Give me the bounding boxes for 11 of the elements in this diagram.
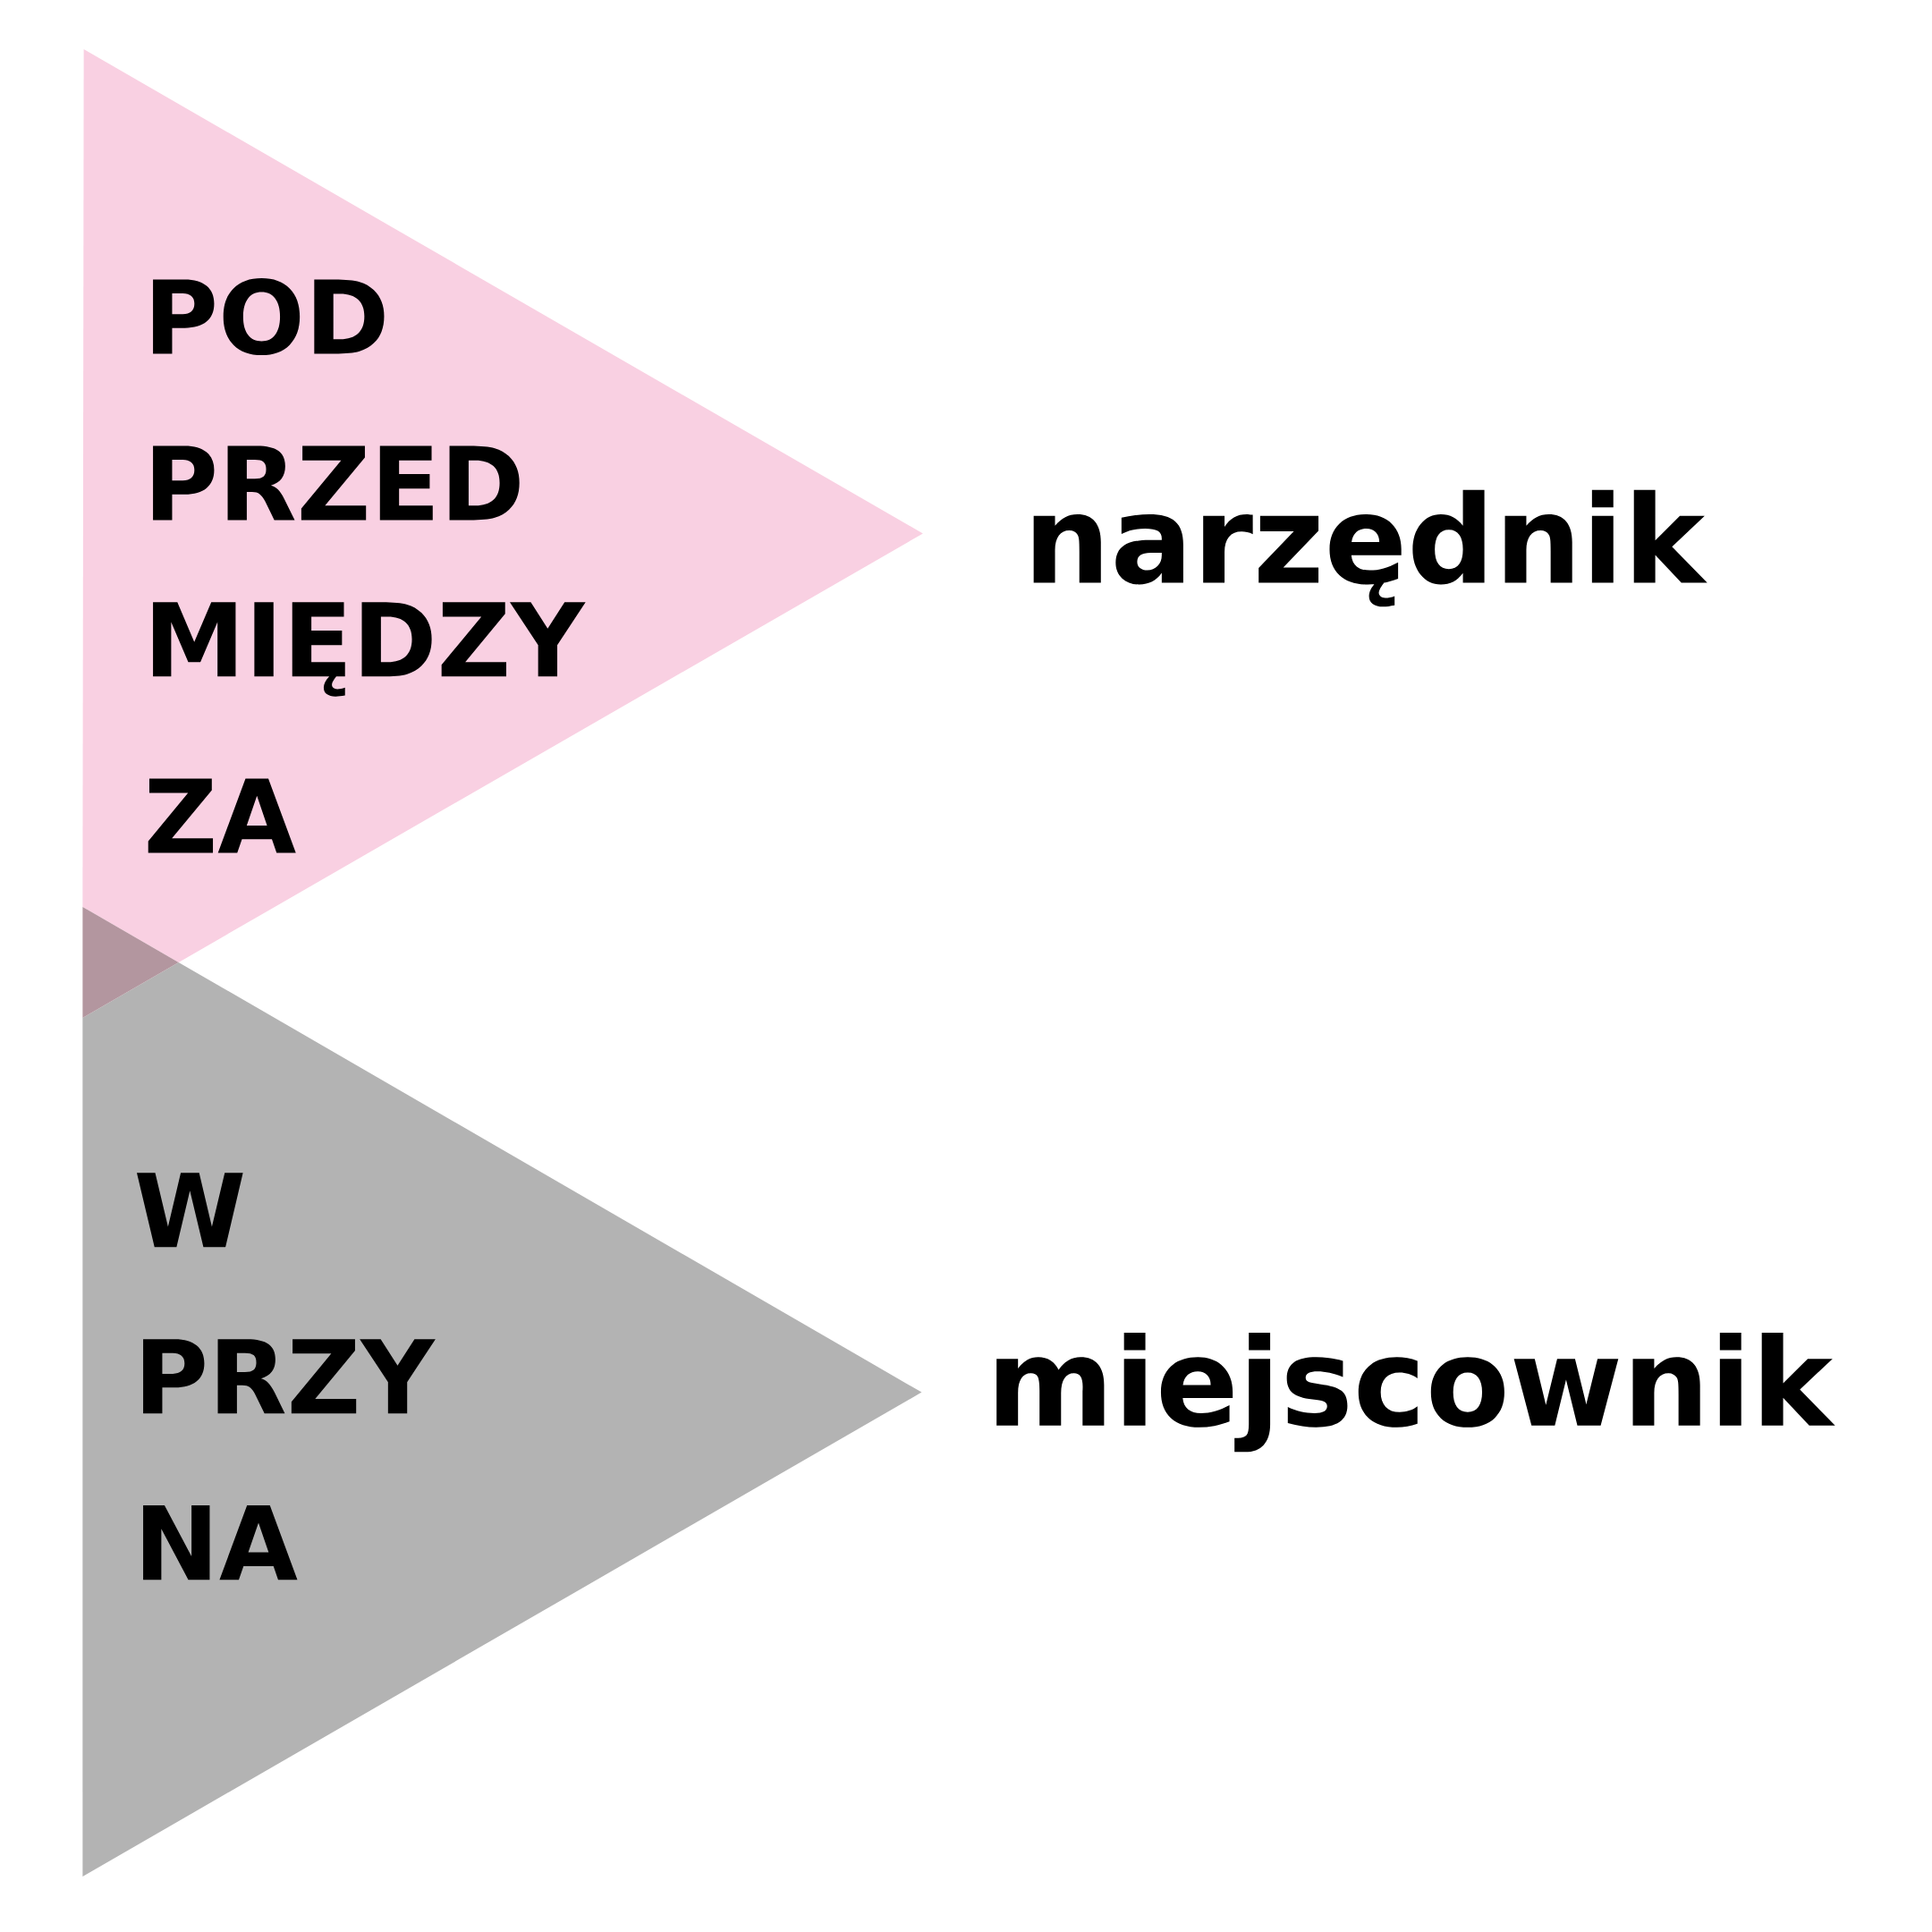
preposition-label: PRZY <box>143 1339 436 1414</box>
preposition-label: POD <box>153 277 385 356</box>
preposition-label: NA <box>143 1505 298 1580</box>
case-label: narzędnik <box>1033 489 1707 607</box>
preposition-label: W <box>137 1173 243 1248</box>
preposition-label: MIĘDZY <box>153 602 586 697</box>
triangle <box>82 906 922 1877</box>
preposition-label: ZA <box>148 778 296 853</box>
preposition-label: PRZED <box>153 445 520 521</box>
case-label: miejscownik <box>996 1333 1835 1453</box>
triangle <box>82 49 923 962</box>
